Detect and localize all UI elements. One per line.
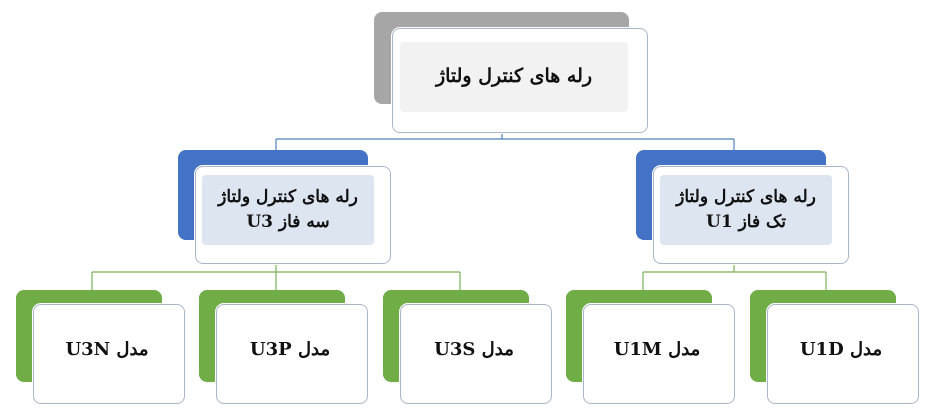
node-label: مدل U1M	[613, 338, 701, 360]
node-text-box: مدل U3S	[407, 310, 541, 390]
node-label: رله های کنترل ولتاژ	[435, 65, 593, 88]
node-text-box: رله های کنترل ولتاژ سه فاز U3	[202, 175, 374, 245]
node-label: مدل U3N	[65, 338, 149, 360]
node-text-box: رله های کنترل ولتاژ	[400, 42, 628, 112]
node-label: مدل U3S	[434, 338, 514, 360]
node-text-box: مدل U1M	[590, 310, 724, 390]
node-label-line1: رله های کنترل ولتاژ	[676, 187, 816, 208]
node-label-line2: تک فاز U1	[706, 212, 786, 232]
node-text-box: مدل U3N	[40, 310, 174, 390]
node-label-line1: رله های کنترل ولتاژ	[218, 187, 358, 208]
node-label-line2: سه فاز U3	[246, 212, 330, 232]
node-text-box: مدل U1D	[774, 310, 908, 390]
node-label: مدل U1D	[799, 338, 883, 360]
node-text-box: مدل U3P	[223, 310, 357, 390]
node-text-box: رله های کنترل ولتاژ تک فاز U1	[660, 175, 832, 245]
node-label: مدل U3P	[249, 338, 331, 360]
